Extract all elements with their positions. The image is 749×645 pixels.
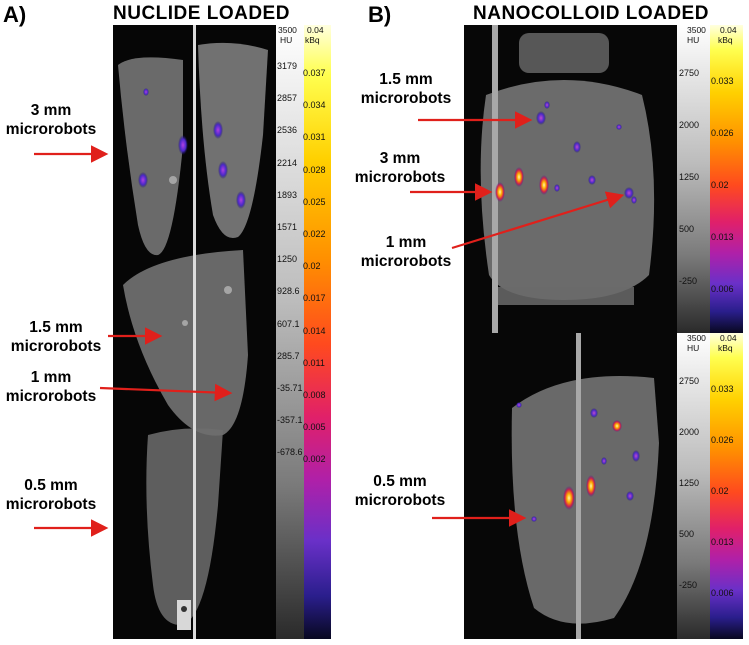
panel-a-annotation-0-5mm: 0.5 mm microrobots xyxy=(2,476,100,514)
hu-header-value: 3500 xyxy=(687,333,706,343)
annotation-line2: microrobots xyxy=(360,253,452,270)
scale-tick-label: 0.037 xyxy=(303,68,326,78)
kbq-color-bar xyxy=(710,25,743,333)
scale-tick-label: 928.6 xyxy=(277,286,300,297)
scale-tick-label: 0.006 xyxy=(711,588,734,598)
scale-tick-label: 1250 xyxy=(679,478,700,488)
scale-tick-label: 500 xyxy=(679,224,695,234)
panel-b-upper-scan-image xyxy=(464,25,677,333)
scale-tick-label: 500 xyxy=(679,529,695,539)
panel-b-lower-scan-image xyxy=(464,333,677,639)
scale-tick-label: 1893 xyxy=(277,189,298,200)
scale-tick-label: 0.011 xyxy=(303,357,325,368)
kbq-header-unit: kBq xyxy=(718,343,733,353)
hu-header-value: 3500 xyxy=(687,25,706,35)
panel-b-lower-color-scale: 3500 HU 0.04 kBq 2750 2000 1250 500 -250 0.0… xyxy=(677,333,743,639)
hu-grayscale-bar xyxy=(677,25,710,333)
panel-a-annotation-1-5mm: 1.5 mm microrobots xyxy=(2,318,110,356)
scale-tick-label: 0.026 xyxy=(711,128,734,138)
scale-tick-label: -250 xyxy=(679,580,698,590)
kbq-header-unit: kBq xyxy=(718,35,733,45)
scale-tick-label: -357.1 xyxy=(277,415,303,426)
annotation-line1: 0.5 mm xyxy=(24,477,78,494)
panel-a-label: A) xyxy=(3,2,27,27)
annotation-line1: 1.5 mm xyxy=(29,319,83,336)
scale-tick-label: 0.005 xyxy=(303,422,326,433)
panel-a-scan-image xyxy=(113,25,276,639)
annotation-line2: microrobots xyxy=(5,496,97,513)
scale-tick-label: 0.033 xyxy=(711,384,734,394)
annotation-line2: microrobots xyxy=(360,90,452,107)
scale-tick-label: 0.008 xyxy=(303,390,326,400)
scale-tick-label: 0.014 xyxy=(303,325,326,336)
hu-grayscale-bar xyxy=(677,333,710,639)
annotation-line1: 1 mm xyxy=(385,234,427,251)
hu-header-unit: HU xyxy=(687,343,700,353)
panel-a-annotation-3mm: 3 mm microrobots xyxy=(2,101,100,139)
scale-tick-label: -250 xyxy=(679,276,698,286)
hu-header-value: 3500 xyxy=(278,25,297,35)
scale-tick-label: 2750 xyxy=(679,376,700,386)
hu-header-unit: HU xyxy=(280,35,293,45)
panel-a-color-scale: 3500 HU 0.04 kBq 3179 2857 2536 2214 1893 157… xyxy=(276,25,331,639)
annotation-line1: 0.5 mm xyxy=(373,473,427,490)
panel-b-label: B) xyxy=(368,2,392,27)
panel-b-annotation-3mm: 3 mm microrobots xyxy=(350,149,450,187)
panel-a-annotation-1mm: 1 mm microrobots xyxy=(2,368,100,406)
kbq-header-value: 0.04 xyxy=(720,25,737,35)
scale-tick-label: 0.02 xyxy=(711,486,729,496)
scale-tick-label: 1571 xyxy=(277,222,298,232)
scale-tick-label: 0.025 xyxy=(303,196,326,207)
scale-tick-label: -35.71 xyxy=(277,383,303,393)
panel-b-annotation-0-5mm: 0.5 mm microrobots xyxy=(350,472,450,510)
scale-tick-label: 3179 xyxy=(277,61,298,71)
annotation-line2: microrobots xyxy=(5,121,97,138)
panel-b-upper-color-scale: 3500 HU 0.04 kBq 2750 2000 1250 500 -250 0.0… xyxy=(677,25,743,333)
kbq-color-bar xyxy=(710,333,743,639)
scale-tick-label: 0.013 xyxy=(711,537,734,547)
scale-tick-label: 0.02 xyxy=(303,261,321,272)
hu-grayscale-bar xyxy=(276,25,304,639)
scale-tick-label: 0.034 xyxy=(303,100,326,111)
scale-tick-label: 2536 xyxy=(277,125,298,136)
scale-tick-label: 2000 xyxy=(679,427,700,437)
panel-a-title: NUCLIDE LOADED xyxy=(113,3,290,24)
annotation-line2: microrobots xyxy=(10,338,102,355)
scale-tick-label: -678.6 xyxy=(277,447,303,458)
kbq-header-unit: kBq xyxy=(305,35,320,45)
annotation-line1: 1 mm xyxy=(30,369,72,386)
panel-b-annotation-1-5mm: 1.5 mm microrobots xyxy=(356,70,456,108)
kbq-header-value: 0.04 xyxy=(307,25,324,35)
hu-header-unit: HU xyxy=(687,35,700,45)
scale-tick-label: 0.006 xyxy=(711,284,734,294)
scale-tick-label: 285.7 xyxy=(277,350,300,361)
scale-tick-label: 0.026 xyxy=(711,435,734,445)
scale-tick-label: 0.028 xyxy=(303,164,326,175)
scale-tick-label: 0.022 xyxy=(303,229,326,239)
scale-tick-label: 2857 xyxy=(277,93,298,104)
annotation-line2: microrobots xyxy=(354,169,446,186)
annotation-line1: 1.5 mm xyxy=(379,71,433,88)
scale-tick-label: 2214 xyxy=(277,157,298,168)
scale-tick-label: 0.013 xyxy=(711,232,734,242)
kbq-header-value: 0.04 xyxy=(720,333,737,343)
annotation-line1: 3 mm xyxy=(30,102,72,119)
scale-tick-label: 2750 xyxy=(679,68,700,78)
scale-tick-label: 0.031 xyxy=(303,132,326,143)
scale-tick-label: 0.033 xyxy=(711,76,734,86)
scale-tick-label: 0.017 xyxy=(303,293,326,304)
scale-tick-label: 0.02 xyxy=(711,180,729,190)
scale-tick-label: 1250 xyxy=(679,172,700,182)
scale-tick-label: 607.1 xyxy=(277,318,300,329)
annotation-line2: microrobots xyxy=(5,388,97,405)
scale-tick-label: 1250 xyxy=(277,254,298,265)
panel-b-annotation-1mm: 1 mm microrobots xyxy=(356,233,456,271)
scale-tick-label: 0.002 xyxy=(303,454,326,465)
scale-tick-label: 2000 xyxy=(679,120,700,130)
kbq-color-bar xyxy=(303,25,331,639)
annotation-line1: 3 mm xyxy=(379,150,421,167)
panel-b-title: NANOCOLLOID LOADED xyxy=(473,3,709,24)
annotation-line2: microrobots xyxy=(354,492,446,509)
